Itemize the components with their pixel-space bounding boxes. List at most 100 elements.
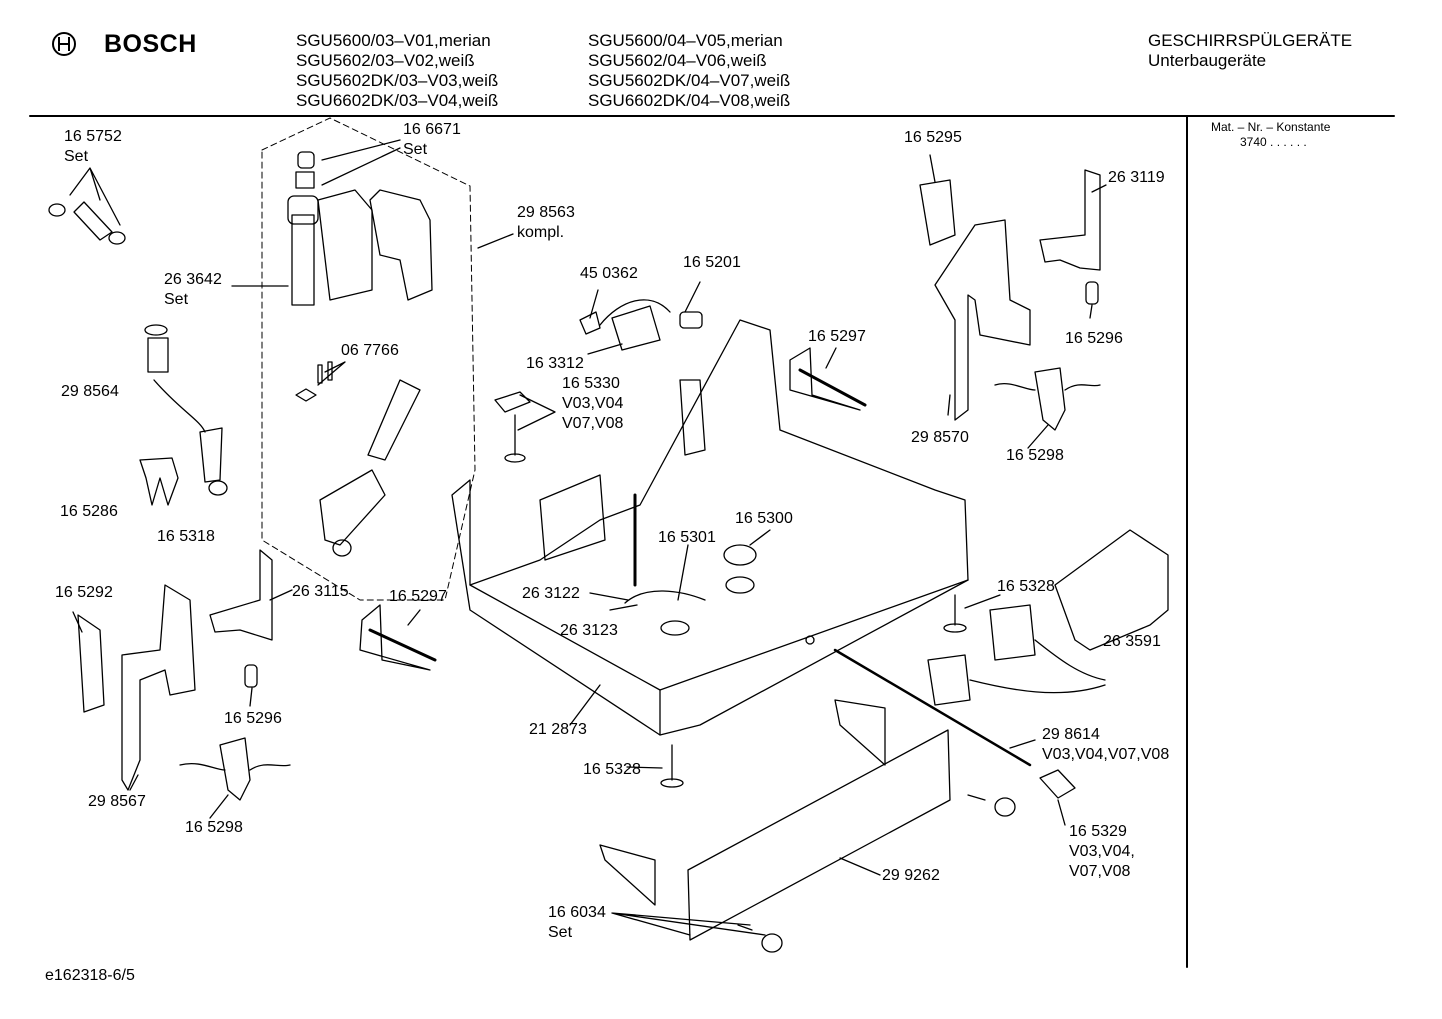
- part-label: 29 8564: [61, 382, 119, 402]
- part-label: 45 0362: [580, 264, 638, 284]
- model-line: SGU6602DK/03–V04,weiß: [296, 91, 499, 110]
- part-note: Set: [403, 141, 428, 158]
- part-number: 16 5298: [1006, 447, 1064, 464]
- part-number: 16 5295: [904, 129, 962, 146]
- part-number: 29 8614: [1042, 726, 1100, 743]
- model-line: SGU5600/03–V01,merian: [296, 31, 491, 50]
- part-number: 16 3312: [526, 355, 584, 372]
- part-number: 29 8563: [517, 204, 575, 221]
- category-subtitle: Unterbaugeräte: [1148, 51, 1267, 70]
- part-label: 06 7766: [341, 341, 399, 361]
- part-label: 26 3122: [522, 584, 580, 604]
- part-number: 16 5328: [997, 578, 1055, 595]
- model-line: SGU6602DK/04–V08,weiß: [588, 91, 791, 110]
- part-label: 16 5201: [683, 253, 741, 273]
- part-number: 29 8564: [61, 383, 119, 400]
- category-title: GESCHIRRSPÜLGERÄTE: [1148, 31, 1353, 50]
- part-number: 16 5752: [64, 128, 122, 145]
- part-note: V07,V08: [562, 415, 624, 432]
- part-number: 16 5301: [658, 529, 716, 546]
- part-label: 16 5328: [997, 577, 1055, 597]
- part-number: 45 0362: [580, 265, 638, 282]
- part-label: 26 3115: [292, 582, 349, 602]
- part-number: 16 5329: [1069, 823, 1127, 840]
- part-label: 29 8567: [88, 792, 146, 812]
- part-note: Set: [548, 924, 573, 941]
- part-label: 16 5298: [185, 818, 243, 838]
- mat-nr-title: Mat. – Nr. – Konstante: [1211, 120, 1331, 134]
- part-number: 26 3122: [522, 585, 580, 602]
- part-number: 29 8567: [88, 793, 146, 810]
- part-note: Set: [164, 291, 189, 308]
- part-number: 16 5292: [55, 584, 113, 601]
- part-number: 16 5297: [389, 588, 447, 605]
- part-label: 16 5296: [224, 709, 282, 729]
- part-number: 16 6034: [548, 904, 606, 921]
- model-line: SGU5602/04–V06,weiß: [588, 51, 767, 70]
- part-label: 16 5296: [1065, 329, 1123, 349]
- part-number: 16 5296: [1065, 330, 1123, 347]
- part-number: 26 3115: [292, 583, 349, 600]
- part-label: 16 5318: [157, 527, 215, 547]
- brand-name: BOSCH: [104, 30, 197, 58]
- part-label: 16 5297: [389, 587, 447, 607]
- part-number: 16 5318: [157, 528, 215, 545]
- part-number: 16 5297: [808, 328, 866, 345]
- part-number: 16 5298: [185, 819, 243, 836]
- part-label: 26 3123: [560, 621, 618, 641]
- part-label: 16 5298: [1006, 446, 1064, 466]
- part-note: kompl.: [517, 224, 565, 241]
- part-label: 16 5300: [735, 509, 793, 529]
- part-note: V07,V08: [1069, 863, 1131, 880]
- part-label: 16 5328: [583, 760, 641, 780]
- model-line: SGU5602/03–V02,weiß: [296, 51, 475, 70]
- part-label: 16 5295: [904, 128, 962, 148]
- model-line: SGU5602DK/04–V07,weiß: [588, 71, 791, 90]
- part-number: 16 5300: [735, 510, 793, 527]
- part-note: V03,V04,: [1069, 843, 1135, 860]
- part-number: 29 9262: [882, 867, 940, 884]
- part-label: 16 5286: [60, 502, 118, 522]
- bosch-logo-icon: [50, 30, 78, 63]
- part-number: 26 3591: [1103, 633, 1161, 650]
- part-number: 16 6671: [403, 121, 461, 138]
- part-note: Set: [64, 148, 89, 165]
- part-label: 29 8570: [911, 428, 969, 448]
- part-number: 16 5286: [60, 503, 118, 520]
- part-label: 16 3312: [526, 354, 584, 374]
- model-list-1: SGU5600/03–V01,merian SGU5602/03–V02,wei…: [296, 31, 498, 111]
- part-number: 16 5201: [683, 254, 741, 271]
- part-number: 06 7766: [341, 342, 399, 359]
- part-number: 26 3119: [1108, 169, 1165, 186]
- part-number: 16 5330: [562, 375, 620, 392]
- mat-nr-value: 3740 . . . . . .: [1240, 135, 1307, 149]
- part-number: 16 5296: [224, 710, 282, 727]
- part-label: 26 3591: [1103, 632, 1161, 652]
- part-label: 16 5301: [658, 528, 716, 548]
- part-label: 29 9262: [882, 866, 940, 886]
- part-label: 26 3119: [1108, 168, 1165, 188]
- part-label: 16 5297: [808, 327, 866, 347]
- part-number: 29 8570: [911, 429, 969, 446]
- part-label: 21 2873: [529, 720, 587, 740]
- part-note: V03,V04,V07,V08: [1042, 746, 1170, 763]
- model-line: SGU5602DK/03–V03,weiß: [296, 71, 499, 90]
- part-number: 26 3642: [164, 271, 222, 288]
- model-list-2: SGU5600/04–V05,merian SGU5602/04–V06,wei…: [588, 31, 790, 111]
- drawing-id: e162318-6/5: [45, 967, 135, 984]
- part-number: 26 3123: [560, 622, 618, 639]
- model-line: SGU5600/04–V05,merian: [588, 31, 783, 50]
- part-note: V03,V04: [562, 395, 624, 412]
- part-label: 16 5292: [55, 583, 113, 603]
- part-label: 29 8563 kompl.: [517, 203, 575, 243]
- part-number: 16 5328: [583, 761, 641, 778]
- part-number: 21 2873: [529, 721, 587, 738]
